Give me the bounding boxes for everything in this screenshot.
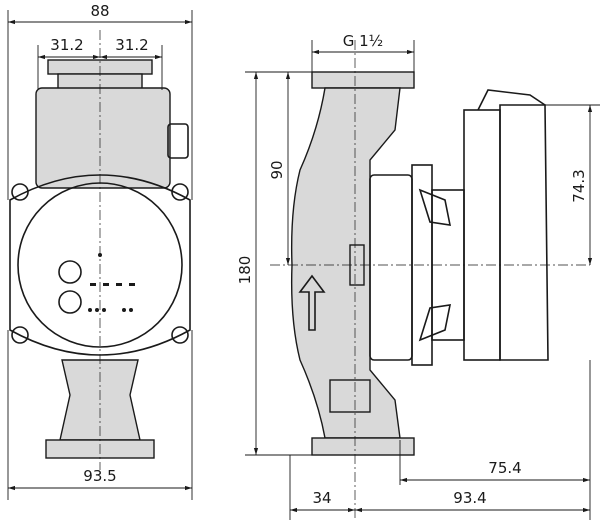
side-bottom-flange (311, 437, 415, 456)
side-dimensions: G 1½ 180 90 74.3 75.4 34 93.4 (236, 32, 600, 520)
front-view (9, 30, 191, 470)
dim-34: 34 (312, 489, 331, 507)
connector-plug (167, 123, 189, 159)
control-button-2 (58, 290, 82, 314)
side-top-flange (311, 71, 415, 89)
motor-box (35, 87, 171, 189)
dim-88: 88 (90, 2, 109, 20)
dim-93-5: 93.5 (83, 467, 116, 485)
motor-top (477, 89, 546, 111)
side-lower-block (329, 379, 371, 413)
motor-rear (463, 109, 501, 361)
dim-90: 90 (268, 160, 286, 179)
dim-31-2-right: 31.2 (115, 36, 148, 54)
control-button-1 (58, 260, 82, 284)
dim-31-2-left: 31.2 (50, 36, 83, 54)
dim-g-1-1-2: G 1½ (343, 32, 383, 50)
pump-housing (9, 174, 191, 356)
dim-180: 180 (236, 256, 254, 285)
dim-74-3: 74.3 (570, 169, 588, 202)
screw-icon (171, 183, 189, 201)
screw-icon (11, 326, 29, 344)
side-plate (369, 174, 413, 361)
screw-icon (11, 183, 29, 201)
screw-icon (171, 326, 189, 344)
motor-cap (499, 104, 549, 361)
side-pump-body (290, 87, 401, 439)
front-dimensions: 88 31.2 31.2 93.5 (7, 2, 193, 500)
led-indicators (88, 253, 135, 312)
flow-arrow-icon (298, 274, 326, 331)
side-view (270, 40, 590, 520)
dim-75-4: 75.4 (488, 459, 521, 477)
side-clamps (418, 188, 452, 342)
dim-93-4: 93.4 (453, 489, 486, 507)
